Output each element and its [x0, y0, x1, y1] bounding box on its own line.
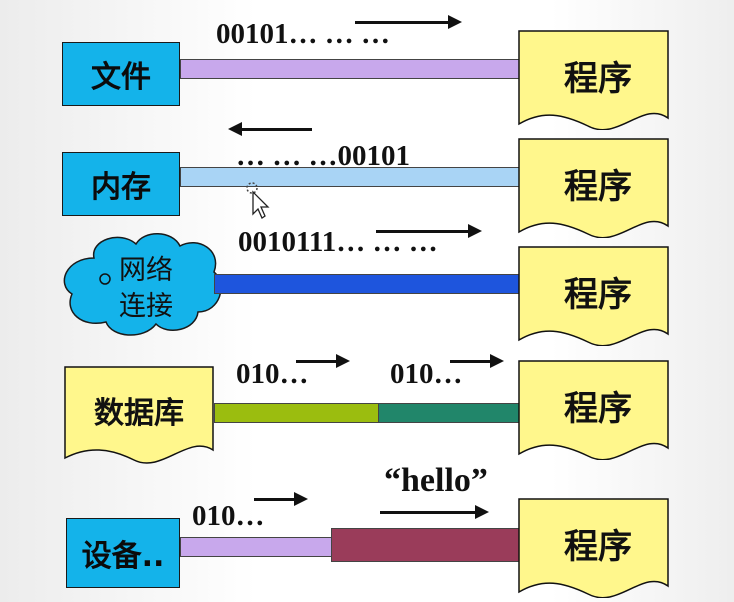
device-stream-arrow-a	[254, 492, 308, 506]
memory-source-box: 内存	[62, 152, 180, 216]
file-stream-pipe	[180, 59, 522, 79]
program-box-4: 程序	[518, 360, 678, 460]
program-label-5: 程序	[564, 526, 632, 567]
network-stream-pipe	[214, 274, 522, 294]
program-label-2: 程序	[564, 166, 632, 207]
database-stream-arrow-a	[296, 354, 350, 368]
program-box-1: 程序	[518, 30, 678, 130]
database-stream-bits-a: 010…	[236, 358, 309, 390]
database-stream-bits-b: 010…	[390, 358, 463, 390]
network-cloud-shape	[63, 233, 222, 336]
memory-source-label: 内存	[91, 170, 151, 205]
program-box-5: 程序	[518, 498, 678, 598]
memory-stream-arrow-left	[228, 122, 312, 136]
mouse-cursor-icon	[246, 182, 270, 219]
network-label-line2: 连接	[119, 291, 173, 322]
program-box-2: 程序	[518, 138, 678, 238]
file-stream-arrow-right	[355, 15, 462, 29]
network-source-label: 网络 连接	[96, 253, 196, 325]
file-source-box: 文件	[62, 42, 180, 106]
program-box-3: 程序	[518, 246, 678, 346]
device-source-box: 设备..	[66, 518, 180, 588]
device-stream-pipe-a	[180, 537, 332, 557]
memory-stream-bits: … … …00101	[236, 140, 410, 172]
database-stream-pipe-a	[214, 403, 379, 423]
small-circle-icon	[99, 273, 111, 285]
program-label-4: 程序	[564, 388, 632, 429]
device-stream-pipe-b	[331, 528, 522, 562]
database-stream-pipe-b	[378, 403, 522, 423]
device-hello-text: “hello”	[384, 462, 488, 499]
device-stream-arrow-b	[380, 505, 489, 519]
database-source-label: 数据库	[94, 396, 184, 431]
network-stream-arrow-right	[376, 224, 482, 238]
program-label-1: 程序	[564, 58, 632, 99]
database-stream-arrow-b	[450, 354, 504, 368]
device-source-label: 设备..	[81, 539, 165, 574]
program-label-3: 程序	[564, 274, 632, 315]
device-stream-bits: 010…	[192, 500, 265, 532]
network-label-line1: 网络	[119, 255, 173, 286]
file-source-label: 文件	[91, 60, 151, 95]
database-source-box: 数据库	[64, 366, 214, 464]
